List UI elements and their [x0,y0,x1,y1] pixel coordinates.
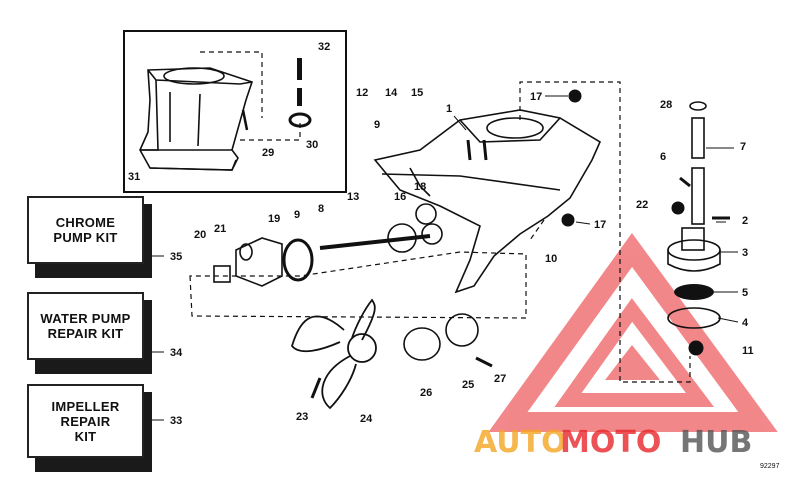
figure-code: 92297 [760,463,780,470]
svg-text:AUTO: AUTO [474,425,567,460]
kit-box-front: WATER PUMP REPAIR KIT [27,292,144,360]
kit-box-shadow [35,264,152,278]
svg-text:HUB: HUB [680,425,752,460]
watermark-text: AUTO MOTO HUB [474,425,752,460]
callout-21: 21 [214,223,226,235]
callout-9b: 9 [294,209,300,221]
watermark-triangle-logo [488,232,778,432]
kit-box-impeller-repair: IMPELLER REPAIR KIT [27,384,152,472]
inset-small-parts [241,58,312,131]
water-pump-housing [667,227,721,329]
kit-box-shadow [35,458,152,472]
callout-10: 10 [545,253,557,265]
callout-13: 13 [347,191,359,203]
callout-22: 22 [636,199,648,211]
callout-26: 26 [420,387,432,399]
bearings [403,313,493,368]
inset-dashed-lines [200,51,301,141]
callout-16: 16 [394,191,406,203]
leader-lines [152,95,739,421]
callout-17b: 17 [594,219,606,231]
callout-23: 23 [296,411,308,423]
callout-32: 32 [318,41,330,53]
kit-box-shadow-side [144,204,152,278]
driveshaft [689,101,707,225]
callout-11: 11 [742,345,754,357]
kit-box-shadow [35,360,152,374]
callout-12: 12 [356,87,368,99]
callout-28: 28 [660,99,672,111]
callout-18: 18 [414,181,426,193]
callout-27: 27 [494,373,506,385]
gearcase-housing-adapter [139,67,254,171]
kit-label: IMPELLER REPAIR KIT [51,398,120,444]
dashed-propeller-box [189,251,527,319]
callout-20: 20 [194,229,206,241]
propeller [291,298,377,410]
callout-2: 2 [742,215,748,227]
callout-17a: 17 [530,91,542,103]
kit-box-water-pump-repair: WATER PUMP REPAIR KIT [27,292,152,374]
callout-31: 31 [128,171,140,183]
kit-box-front: IMPELLER REPAIR KIT [27,384,144,458]
callout-7: 7 [740,141,746,153]
kit-number-35: 35 [170,251,182,263]
kit-box-shadow-side [144,300,152,374]
callout-5: 5 [742,287,748,299]
callout-1: 1 [446,103,452,115]
gearcase-main-housing [373,109,602,294]
callout-25: 25 [462,379,474,391]
small-hardware [561,89,730,356]
callout-15: 15 [411,87,423,99]
kit-number-34: 34 [170,347,183,359]
inset-box [123,30,347,193]
dashed-assembly-line [519,81,691,383]
callout-3: 3 [742,247,748,259]
callout-8: 8 [318,203,324,215]
kit-box-shadow-side [144,392,152,472]
impeller-part [674,284,714,300]
propeller-shaft-gears [213,203,443,287]
callout-30: 30 [306,139,318,151]
kit-label: WATER PUMP REPAIR KIT [40,311,131,341]
callout-labels: 1 2 3 4 5 6 7 8 9 9 10 11 12 13 14 15 16… [128,41,754,427]
callout-9a: 9 [374,119,380,131]
callout-14: 14 [385,87,398,99]
callout-19: 19 [268,213,280,225]
svg-text:MOTO: MOTO [560,425,661,460]
kit-label: CHROME PUMP KIT [53,215,118,245]
kit-box-chrome-pump: CHROME PUMP KIT [27,196,152,278]
callout-29: 29 [262,147,274,159]
callout-4: 4 [742,317,749,329]
callout-6: 6 [660,151,666,163]
callout-24: 24 [360,413,373,425]
kit-box-front: CHROME PUMP KIT [27,196,144,264]
kit-number-33: 33 [170,415,182,427]
